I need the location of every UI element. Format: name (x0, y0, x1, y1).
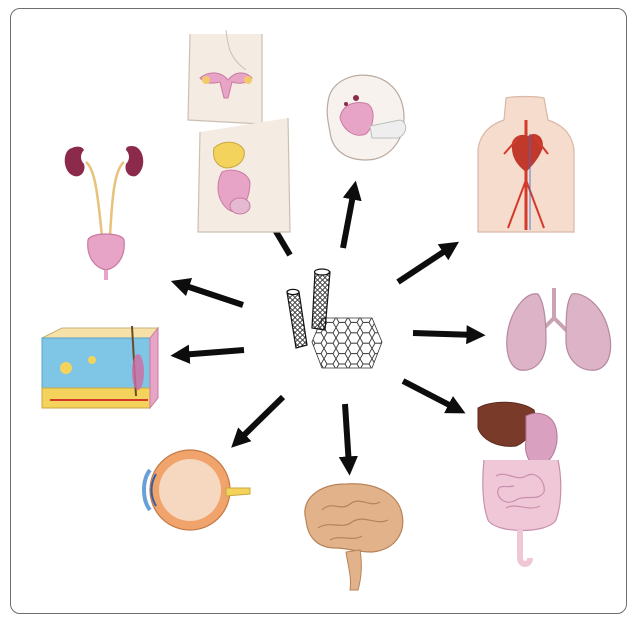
arrow-to-embryo (343, 190, 354, 248)
arrow-to-kidneys (180, 284, 243, 305)
kidneys-urinary-bladder-icon (65, 146, 144, 280)
eye-icon (144, 450, 250, 530)
female-reproductive-organs-icon (188, 30, 262, 124)
arrow-to-cardiovascular (398, 247, 451, 282)
arrow-to-eye (238, 397, 283, 441)
skin-cross-section-icon (42, 326, 158, 408)
heart-vessels-torso-icon (478, 97, 574, 233)
carbon-nanotubes-graphene-icon (287, 269, 382, 368)
male-reproductive-organs-icon (198, 118, 290, 232)
arrow-to-lungs (413, 333, 476, 335)
arrow-to-skin (180, 350, 244, 355)
lungs-icon (507, 288, 611, 370)
brain-icon (305, 484, 403, 590)
arrow-to-brain (345, 404, 349, 466)
embryo-icon (327, 75, 406, 160)
arrow-to-digestive (403, 381, 457, 409)
digestive-organs-icon (478, 402, 561, 564)
